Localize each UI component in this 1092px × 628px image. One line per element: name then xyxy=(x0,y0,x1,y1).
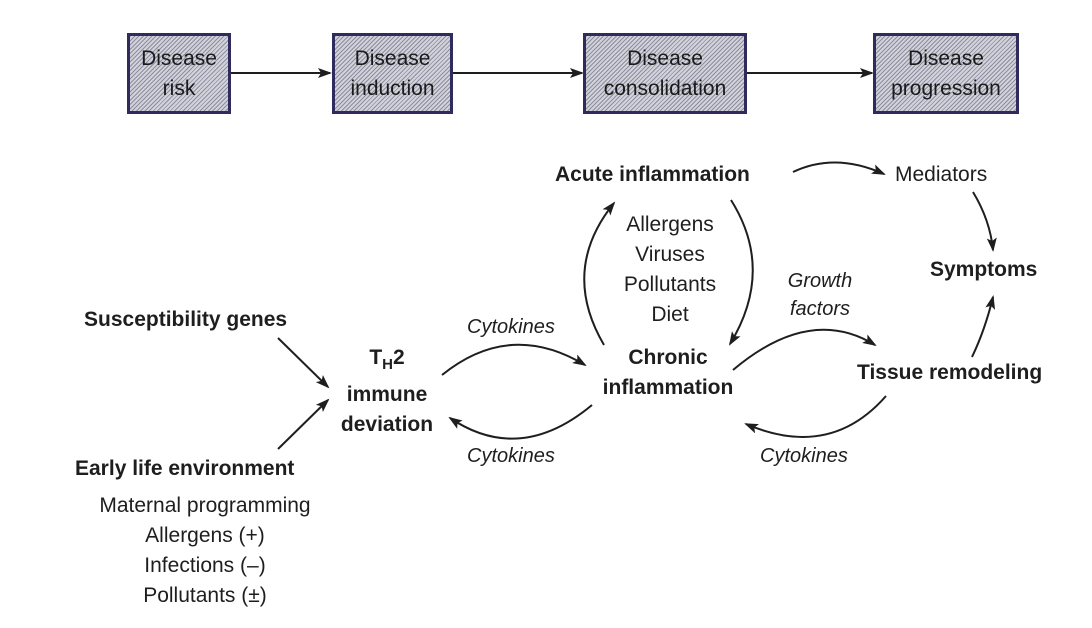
th2-title: TH2 xyxy=(369,346,405,373)
th2-line2: immune xyxy=(346,383,428,406)
stage-label-line2: risk xyxy=(162,76,196,100)
node-symptoms: Symptoms xyxy=(930,258,1038,281)
trigger-diet: Diet xyxy=(651,303,689,326)
arrow-remodeling-to-chronic xyxy=(744,395,887,438)
node-acute-inflammation: Acute inflammation xyxy=(555,163,750,186)
stage-box-disease-induction: Disease induction xyxy=(332,33,453,114)
node-mediators: Mediators xyxy=(895,163,988,186)
growth-factors-line2: factors xyxy=(789,298,851,320)
factor-pollutants: Pollutants (±) xyxy=(143,584,267,607)
arrow-acute-to-mediators xyxy=(792,161,886,175)
th2-line3: deviation xyxy=(340,413,434,436)
factor-allergens: Allergens (+) xyxy=(145,524,265,547)
trigger-viruses: Viruses xyxy=(635,243,705,266)
edge-label-cytokines-remodeling-to-chronic: Cytokines xyxy=(760,445,848,467)
chronic-line2: inflammation xyxy=(602,376,734,399)
node-tissue-remodeling: Tissue remodeling xyxy=(857,361,1043,384)
stage-box-disease-consolidation: Disease consolidation xyxy=(583,33,747,114)
chronic-line1: Chronic xyxy=(628,346,708,369)
arrow-genes-to-th2 xyxy=(277,337,330,389)
growth-factors-line1: Growth xyxy=(787,270,853,292)
edge-label-cytokines-chronic-to-th2: Cytokines xyxy=(467,445,555,467)
stage-label-line2: induction xyxy=(350,76,435,100)
arrow-remodeling-to-symptoms xyxy=(971,295,996,358)
node-early-life-environment: Early life environment xyxy=(75,457,295,480)
stage-label-line2: progression xyxy=(891,76,1001,100)
node-chronic-inflammation: Chronic inflammation xyxy=(588,343,748,403)
factor-maternal-programming: Maternal programming xyxy=(99,494,311,517)
arrow-chronic-to-acute xyxy=(583,201,616,346)
early-life-factors: Maternal programming Allergens (+) Infec… xyxy=(75,491,335,611)
stage-label-line1: Disease xyxy=(627,46,703,70)
stage-label-line1: Disease xyxy=(141,46,217,70)
trigger-pollutants: Pollutants xyxy=(623,273,717,296)
arrow-chronic-to-remodeling xyxy=(732,328,877,371)
arrow-acute-to-chronic xyxy=(728,199,754,346)
trigger-allergens: Allergens xyxy=(626,213,714,236)
trigger-list: Allergens Viruses Pollutants Diet xyxy=(605,210,735,330)
arrow-environment-to-th2 xyxy=(277,398,330,450)
stage-label-line1: Disease xyxy=(908,46,984,70)
node-th2-immune-deviation: TH2 immune deviation xyxy=(330,343,444,440)
node-susceptibility-genes: Susceptibility genes xyxy=(84,308,288,331)
stage-label-line1: Disease xyxy=(354,46,431,70)
arrow-th2-to-chronic xyxy=(441,343,587,376)
arrow-mediators-to-symptoms xyxy=(972,191,997,252)
factor-infections: Infections (–) xyxy=(144,554,266,577)
edge-label-cytokines-th2-to-chronic: Cytokines xyxy=(467,316,555,338)
stage-box-disease-progression: Disease progression xyxy=(873,33,1019,114)
stage-label-line2: consolidation xyxy=(603,76,727,100)
edge-label-growth-factors: Growth factors xyxy=(770,267,870,323)
stage-box-disease-risk: Disease risk xyxy=(127,33,231,114)
arrow-chronic-to-th2 xyxy=(448,404,593,440)
